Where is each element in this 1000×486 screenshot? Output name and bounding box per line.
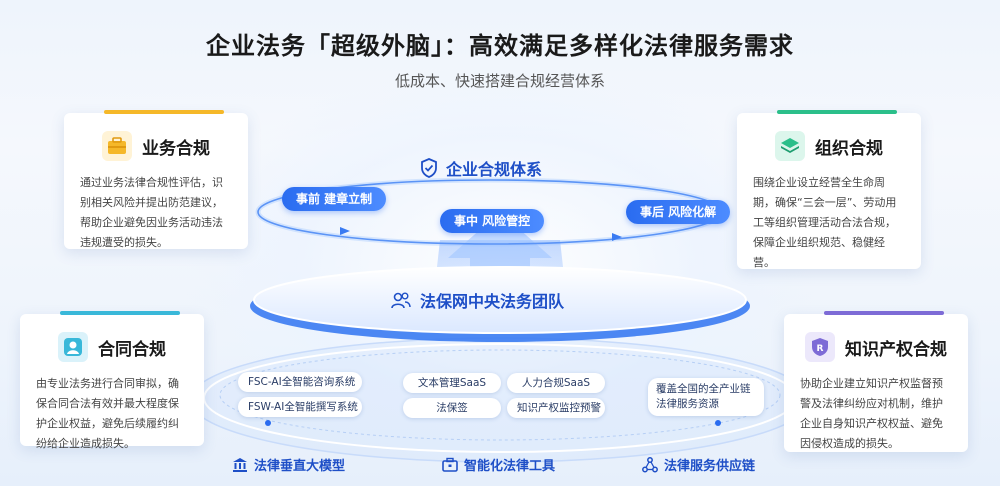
tool-fsw-ai: FSW-AI全智能撰写系统 [238, 397, 362, 417]
tool-fsc-ai: FSC-AI全智能咨询系统 [238, 372, 362, 392]
page-subtitle: 低成本、快速搭建合规经营体系 [394, 72, 605, 90]
page-title: 企业法务「超级外脑」：高效满足多样化法律服务需求 [206, 32, 794, 60]
tools-ring [219, 349, 781, 441]
card-accent-bar [777, 110, 897, 114]
legal-vertical-model: 法律垂直大模型 [232, 455, 345, 474]
registered-shield-icon: R [805, 332, 835, 362]
card-accent-bar [60, 311, 180, 315]
tools-dot-left [265, 420, 271, 426]
bank-icon [233, 457, 247, 472]
card-description: 通过业务法律合规性评估，识别相关风险并提出防范建议，帮助企业避免因业务活动违法违… [80, 176, 223, 249]
card-description: 围绕企业设立经营全生命周期，确保“三会一层”、劳动用工等组织管理活动合法合规，保… [753, 176, 897, 269]
shield-check-icon [421, 158, 437, 178]
tool-text-saas: 文本管理SaaS [403, 373, 501, 393]
legal-vertical-model-label: 法律垂直大模型 [254, 459, 346, 474]
card-title: 知识产权合规 [845, 339, 947, 360]
tool-ip-monitor: 知识产权监控预警 [507, 398, 605, 418]
card-accent-bar [104, 110, 224, 114]
layers-icon [775, 131, 805, 161]
network-icon [642, 456, 658, 472]
smart-legal-tools: 智能化法律工具 [442, 455, 555, 474]
card-title: 组织合规 [815, 138, 883, 159]
central-legal-team: 法保网中央法务团队 [390, 288, 564, 312]
card-title: 业务合规 [142, 138, 210, 159]
card-business-compliance: 业务合规 通过业务法律合规性评估，识别相关风险并提出防范建议，帮助企业避免因业务… [64, 110, 248, 249]
card-accent-bar [824, 311, 944, 315]
legal-service-supply-chain-label: 法律服务供应链 [664, 459, 756, 474]
card-description: 协助企业建立知识产权监督预警及法律纠纷应对机制，维护企业自身知识产权权益、避免因… [800, 377, 943, 450]
flow-arrow-1 [340, 227, 350, 235]
team-disk [253, 266, 747, 334]
toolbox-icon [442, 457, 458, 472]
tool-hr-saas: 人力合规SaaS [507, 373, 605, 393]
smart-legal-tools-label: 智能化法律工具 [464, 459, 556, 474]
card-organization-compliance: 组织合规 围绕企业设立经营全生命周期，确保“三会一层”、劳动用工等组织管理活动合… [737, 110, 921, 269]
compliance-system-title: 企业合规体系 [420, 156, 542, 180]
compliance-system-label: 企业合规体系 [446, 160, 543, 179]
card-contract-compliance: 合同合规 由专业法务进行合同审拟，确保合同合法有效并最大程度保护企业权益，避免后… [20, 311, 204, 450]
tools-dot-right [715, 420, 721, 426]
central-legal-team-label: 法保网中央法务团队 [420, 292, 565, 311]
card-description: 由专业法务进行合同审拟，确保合同合法有效并最大程度保护企业权益，避免后续履约纠纷… [36, 377, 179, 450]
person-icon [58, 332, 88, 362]
upward-arrow [448, 212, 552, 280]
tool-fabaoqian: 法保签 [403, 398, 501, 418]
flow-arrow-2 [612, 233, 622, 241]
flow-step-pre: 事前 建章立制 [282, 187, 387, 211]
flow-step-post: 事后 风险化解 [626, 200, 731, 224]
card-ip-compliance: R 知识产权合规 协助企业建立知识产权监督预警及法律纠纷应对机制，维护企业自身知… [784, 311, 968, 452]
legal-service-supply-chain: 法律服务供应链 [642, 455, 755, 474]
team-icon [391, 292, 411, 309]
briefcase-icon [102, 131, 132, 161]
flow-step-during: 事中 风险管控 [440, 209, 545, 233]
card-title: 合同合规 [98, 339, 166, 360]
tool-nationwide-resources: 覆盖全国的全产业链法律服务资源 [648, 378, 764, 416]
svg-text:R: R [817, 344, 824, 354]
